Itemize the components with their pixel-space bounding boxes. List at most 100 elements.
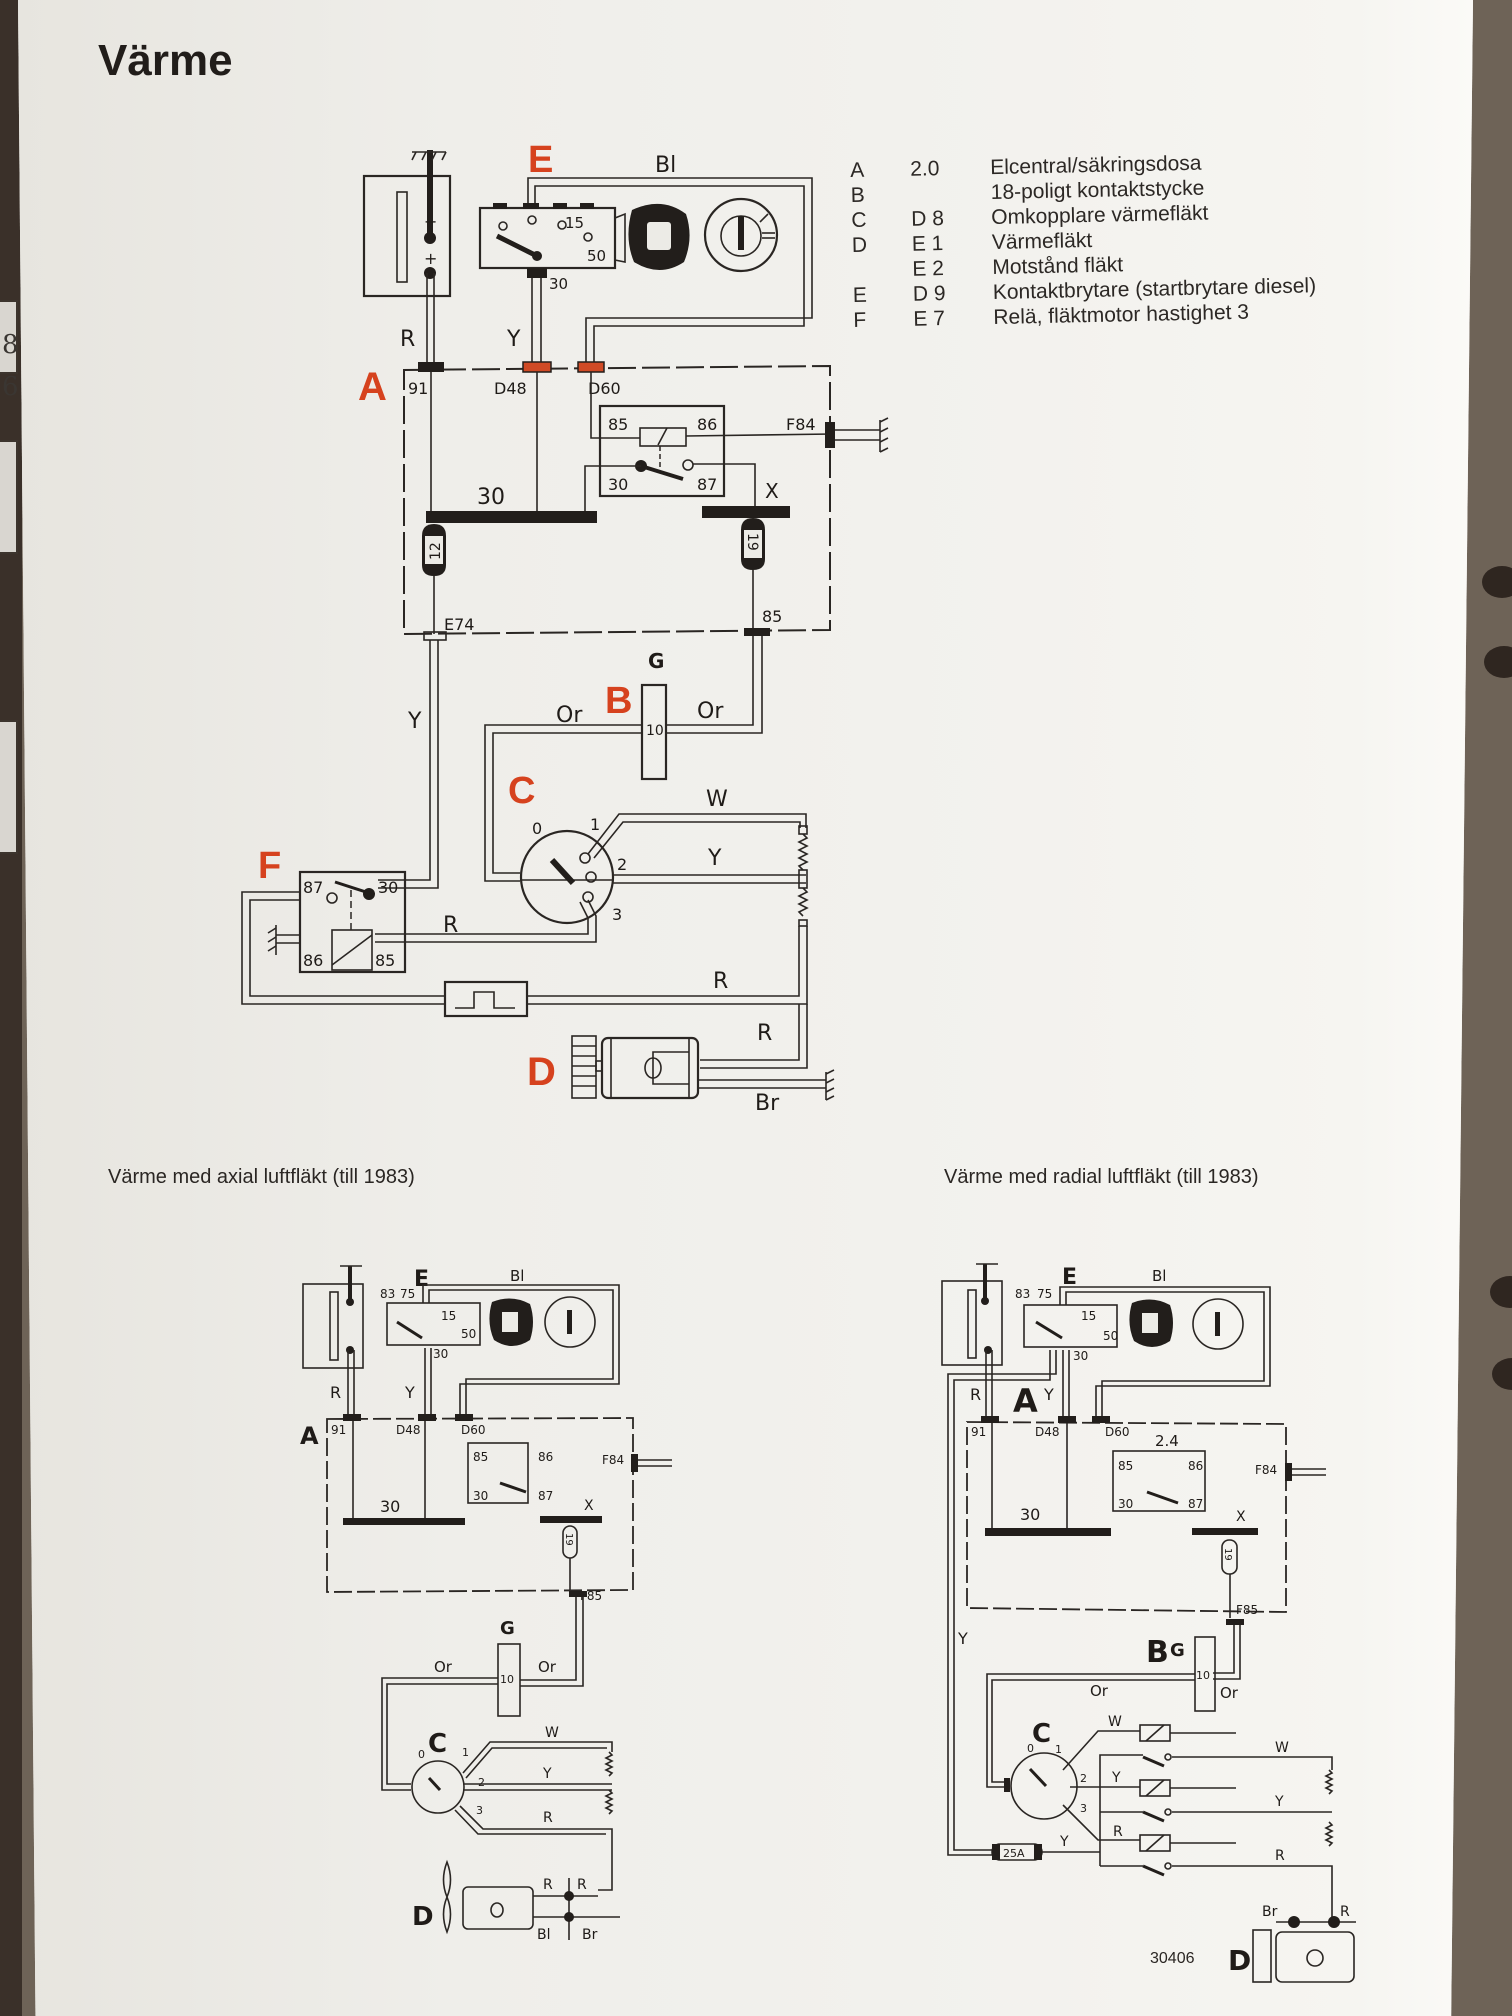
terminal-f85-label: 85 (762, 607, 782, 626)
fuse-25a-label: 25A (1003, 1847, 1025, 1860)
label-g: G (1170, 1640, 1185, 1661)
internal-relay (598, 404, 726, 498)
switch-pos-1: 1 (590, 815, 600, 834)
binder-tab-digit: 8 (2, 330, 19, 360)
terminal-91-connector (418, 362, 444, 372)
wire-label: W (1108, 1714, 1122, 1730)
speed-relays (1139, 1724, 1236, 1877)
wire-label: Bl (1152, 1267, 1166, 1285)
relay-terminal-30: 30 (608, 475, 628, 494)
wire-label-y: Y (506, 327, 521, 352)
radial-fan-motor (1252, 1916, 1356, 1983)
component-label-a: A (358, 365, 387, 409)
terminal-f85-connector (744, 628, 770, 636)
wire-label: R (577, 1877, 587, 1893)
terminal-label: D48 (1035, 1425, 1060, 1439)
bus-bar-30-label: 30 (477, 485, 505, 510)
caption-axial: Värme med axial luftfläkt (till 1983) (108, 1166, 415, 1188)
terminal-91-label: 91 (408, 379, 428, 398)
wire-label: R (543, 1810, 553, 1826)
terminal-label: 75 (1037, 1287, 1052, 1301)
binder-tab-digit: 6 (2, 372, 19, 402)
switch-pos: 1 (462, 1746, 469, 1759)
relay-f-terminal-85: 85 (375, 951, 395, 970)
caption-radial: Värme med radial luftfläkt (till 1983) (944, 1166, 1259, 1188)
wire-label-y-switch: Y (707, 846, 722, 871)
switch-pos-0: 0 (532, 819, 542, 838)
wire-label: Or (1090, 1682, 1109, 1700)
connector-pin: 10 (500, 1673, 514, 1686)
relay-terminal-87: 87 (697, 475, 717, 494)
component-label-b: B (605, 680, 632, 722)
terminal-label: 85 (473, 1450, 488, 1464)
manual-page (18, 0, 1473, 2016)
wire-label: Bl (537, 1927, 551, 1943)
fan-relay-f: 87 30 86 85 (298, 870, 407, 974)
wire-label-br: Br (755, 1091, 780, 1116)
label-d: D (1228, 1944, 1251, 1977)
label-e: E (414, 1267, 429, 1292)
wire-label: Y (957, 1629, 968, 1648)
wire-label-bl: Bl (655, 153, 676, 178)
wire-label-r-switch: R (443, 913, 458, 938)
terminal-label: 15 (441, 1309, 456, 1323)
bus-label: 30 (380, 1497, 400, 1516)
label-b: B (1146, 1635, 1169, 1670)
terminal-label: 50 (461, 1327, 476, 1341)
battery-minus-label: − (424, 212, 437, 231)
fuse-label: 19 (563, 1533, 574, 1546)
label-a: A (1013, 1382, 1038, 1420)
label-a: A (300, 1422, 319, 1450)
fuse-label: 19 (1222, 1548, 1233, 1561)
terminal-d60-label: D60 (588, 379, 621, 398)
terminal-e74-connector (423, 631, 447, 641)
ign-terminal-15: 15 (565, 214, 584, 232)
terminal-label: D60 (1105, 1425, 1130, 1439)
relay-f-terminal-87: 87 (303, 878, 323, 897)
bus-label: X (584, 1498, 594, 1514)
component-label-e: E (528, 139, 553, 181)
label-d: D (412, 1902, 434, 1932)
punch-hole (1484, 646, 1512, 678)
wire-label: Y (1111, 1770, 1121, 1786)
terminal-label: 91 (331, 1423, 346, 1437)
terminal-label: 86 (538, 1450, 553, 1464)
binder-tab (0, 440, 18, 554)
ignition-switch: 15 50 30 (478, 197, 779, 293)
wire-label: W (1275, 1740, 1289, 1756)
battery: − + (362, 150, 452, 298)
wire-label: Br (582, 1927, 598, 1943)
wire-label: R (1113, 1824, 1123, 1840)
wire-label-or-left: Or (556, 703, 583, 728)
terminal-label: 30 (1073, 1349, 1088, 1363)
binder-tab (0, 300, 18, 374)
ground-icon (879, 417, 889, 453)
battery-plus-label: + (424, 249, 437, 268)
document-number: 30406 (1150, 1950, 1195, 1967)
ign-terminal-50: 50 (587, 247, 606, 265)
wire-label-r-motor: R (757, 1021, 772, 1046)
switch-pos: 3 (1080, 1802, 1087, 1815)
wire-label: R (1340, 1904, 1350, 1920)
fuse-19: 19 (741, 518, 765, 570)
wire-label: R (970, 1385, 981, 1404)
wire-label: Or (1220, 1684, 1239, 1702)
terminal-label: 50 (1103, 1329, 1118, 1343)
wire-label-y-e74: Y (407, 709, 422, 734)
wire-label: Br (1262, 1904, 1278, 1920)
terminal-label: D60 (461, 1423, 486, 1437)
punch-hole (1492, 1358, 1512, 1390)
wire-label-r-fuse: R (713, 969, 728, 994)
terminal-label: 91 (971, 1425, 986, 1439)
relay-terminal-85: 85 (608, 415, 628, 434)
switch-pos-2: 2 (617, 855, 627, 874)
wire-label: Y (1059, 1834, 1069, 1850)
terminal-label: 87 (1188, 1497, 1203, 1511)
terminal-label: 30 (1118, 1497, 1133, 1511)
wire-label: Bl (510, 1267, 524, 1285)
wire-label-w: W (706, 787, 728, 812)
binder-tabs (0, 290, 18, 854)
wire-label-or-right: Or (697, 699, 724, 724)
terminal-label: 85 (1118, 1459, 1133, 1473)
